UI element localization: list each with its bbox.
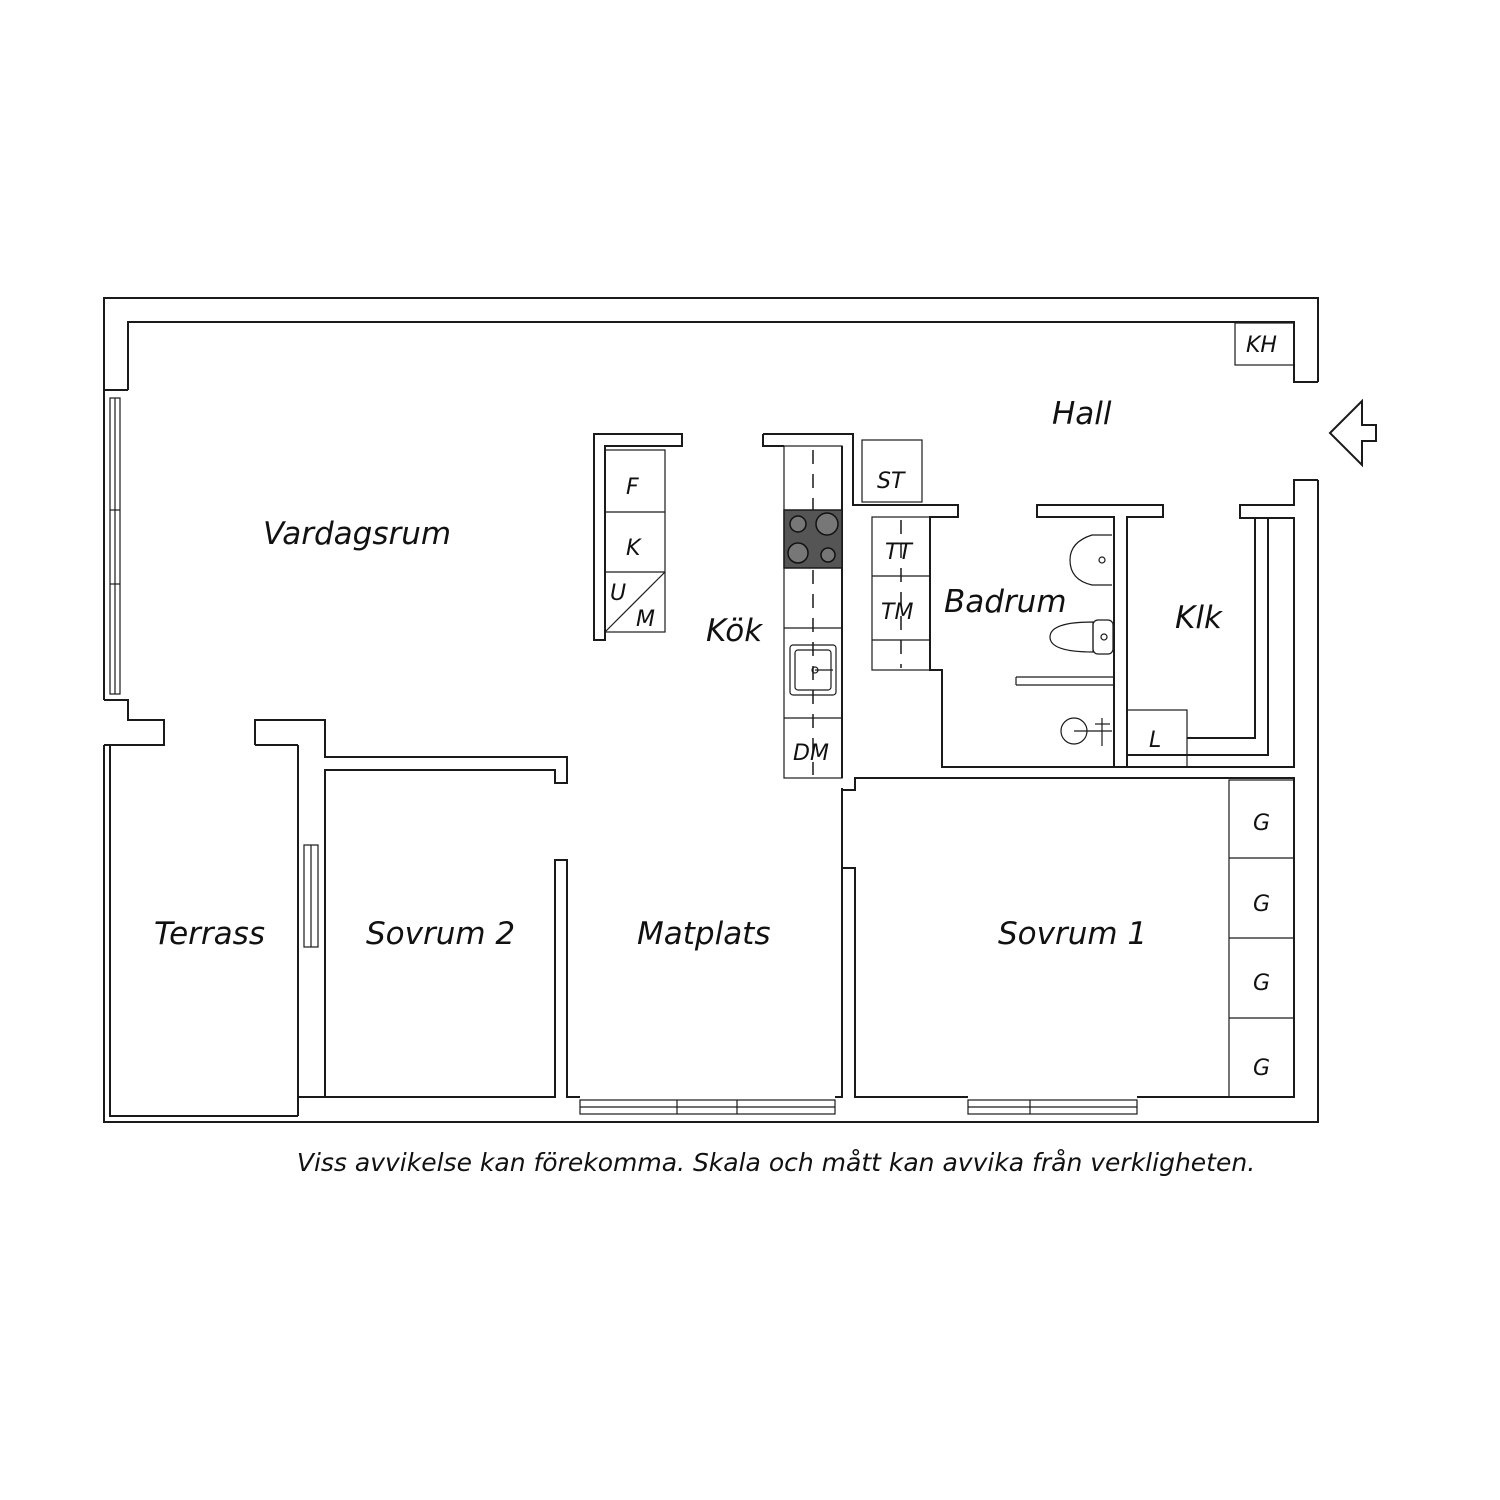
fixture-label-kh: KH bbox=[1246, 333, 1277, 358]
fixture-label-k: K bbox=[626, 536, 642, 561]
kh-box bbox=[1234, 322, 1295, 366]
fixture-label-tm: TM bbox=[881, 600, 913, 625]
room-label-kok: Kök bbox=[706, 613, 763, 649]
fixture-label-tt: TT bbox=[885, 540, 913, 565]
fixture-label-u: U bbox=[610, 581, 626, 606]
fixture-label-g: G bbox=[1253, 971, 1270, 996]
window-terrace bbox=[303, 844, 319, 948]
closet-walls bbox=[1126, 517, 1295, 768]
entrance-arrow-icon bbox=[1328, 398, 1377, 468]
room-label-klk: Klk bbox=[1175, 600, 1223, 636]
terrace-outline bbox=[109, 719, 568, 1117]
fridge-unit bbox=[593, 433, 683, 641]
room-label-badrum: Badrum bbox=[944, 584, 1067, 620]
window-matplats bbox=[579, 1099, 836, 1115]
window-left bbox=[109, 397, 121, 695]
room-label-sovrum1: Sovrum 1 bbox=[998, 916, 1147, 952]
bathroom-walls bbox=[1015, 504, 1164, 768]
laundry-stack bbox=[871, 516, 931, 671]
wardrobes bbox=[1228, 779, 1295, 1098]
kitchen-counter bbox=[762, 433, 1114, 779]
room-label-hall: Hall bbox=[1052, 396, 1112, 432]
room-label-vardagsrum: Vardagsrum bbox=[263, 516, 451, 552]
fixture-label-g: G bbox=[1253, 892, 1270, 917]
fixture-label-g: G bbox=[1253, 1056, 1270, 1081]
fixture-label-l: L bbox=[1149, 728, 1161, 753]
room-label-sovrum2: Sovrum 2 bbox=[366, 916, 515, 952]
fixture-label-f: F bbox=[626, 475, 639, 500]
exterior-wall bbox=[103, 297, 1319, 1123]
room-label-terrass: Terrass bbox=[154, 916, 265, 952]
window-sovrum1 bbox=[967, 1099, 1138, 1115]
fixture-label-st: ST bbox=[877, 469, 906, 494]
st-cabinet bbox=[861, 439, 923, 503]
room-label-matplats: Matplats bbox=[637, 916, 771, 952]
fixture-label-dm: DM bbox=[793, 741, 829, 766]
fixture-label-m: M bbox=[636, 607, 655, 632]
disclaimer-text: Viss avvikelse kan förekomma. Skala och … bbox=[296, 1148, 1256, 1177]
fixture-label-g: G bbox=[1253, 811, 1270, 836]
